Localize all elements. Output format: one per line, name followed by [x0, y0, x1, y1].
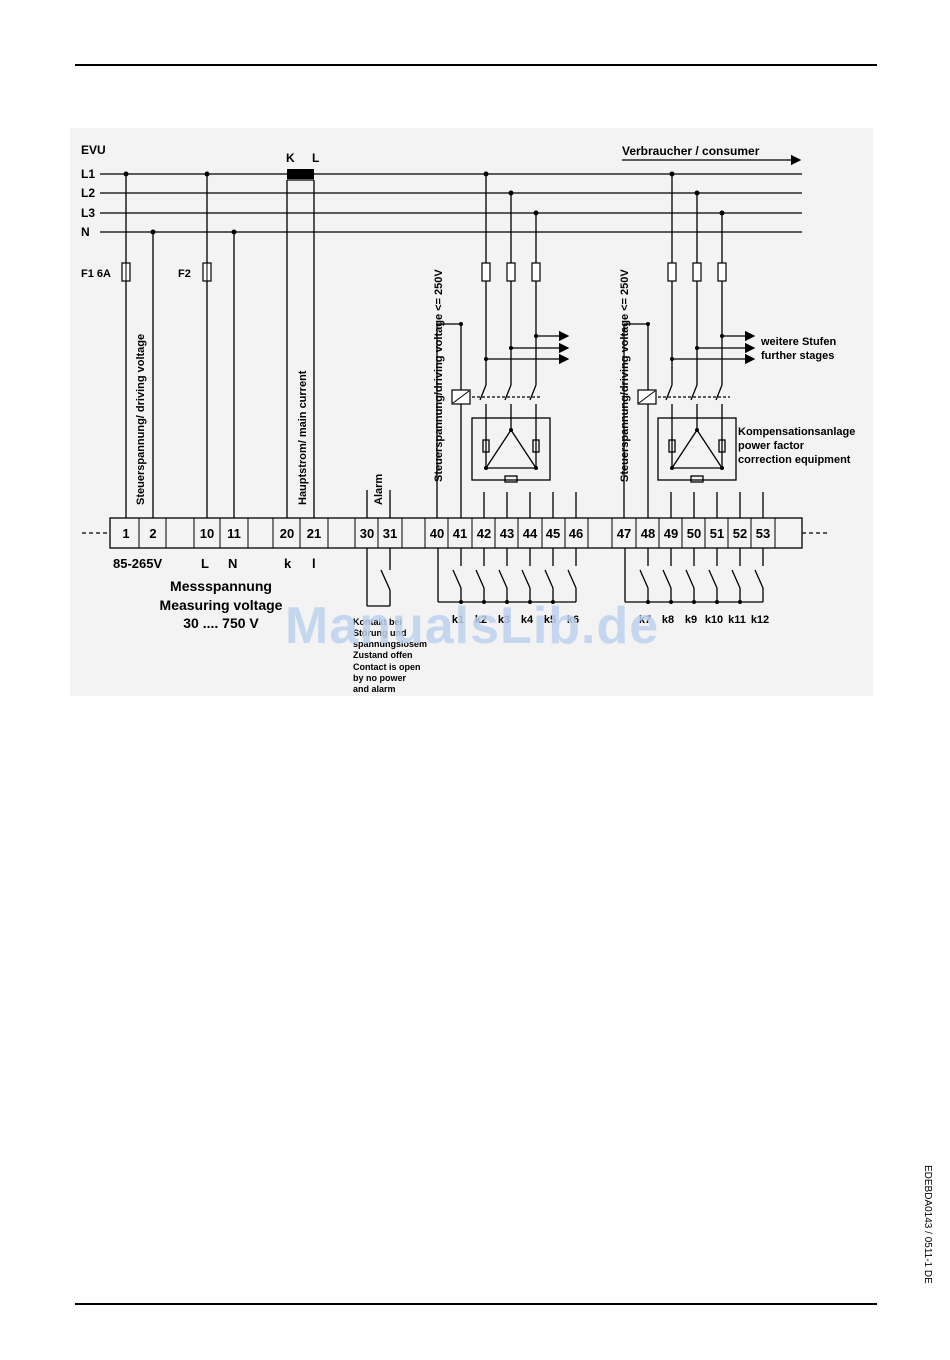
terminal-11: 11 [227, 526, 241, 541]
terminal-52: 52 [733, 526, 747, 541]
relay-label-k6: k6 [567, 614, 579, 626]
label-driving-voltage-2: Steuerspannung/driving voltage <= 250V [433, 269, 445, 482]
label-meas-en: Measuring voltage [160, 597, 283, 613]
label-l2: L2 [81, 186, 95, 200]
terminal-10: 10 [200, 526, 214, 541]
label-term-k: k [284, 556, 292, 571]
label-contact-en-2: by no power [353, 673, 407, 683]
label-k: K [286, 151, 295, 165]
label-supply-range: 85-265V [113, 556, 162, 571]
relay-label-k5: k5 [544, 614, 556, 626]
label-comp-de: Kompensationsanlage [738, 426, 855, 438]
label-l3: L3 [81, 206, 95, 220]
label-term-n: N [228, 556, 237, 571]
relay-label-k4: k4 [521, 614, 534, 626]
label-further-stages-en: further stages [761, 350, 834, 362]
terminal-40: 40 [430, 526, 444, 541]
label-evu: EVU [81, 143, 106, 157]
terminal-53: 53 [756, 526, 770, 541]
terminal-20: 20 [280, 526, 294, 541]
bottom-rule [75, 1303, 877, 1305]
top-rule [75, 64, 877, 66]
label-l1: L1 [81, 167, 95, 181]
relay-label-k11: k11 [728, 614, 746, 626]
terminal-47: 47 [617, 526, 631, 541]
current-transformer [287, 169, 314, 179]
relay-label-k8: k8 [662, 614, 674, 626]
label-further-stages-de: weitere Stufen [760, 336, 836, 348]
relay-label-k7: k7 [639, 614, 651, 626]
terminal-42: 42 [477, 526, 491, 541]
terminal-48: 48 [641, 526, 655, 541]
label-meas-range: 30 .... 750 V [183, 615, 259, 631]
document-code-text: EDEBDA0143 / 0511-1 DE [922, 1165, 933, 1284]
document-code: EDEBDA0143 / 0511-1 DE [922, 1165, 947, 1315]
label-contact-de-1: Kontakt bei [353, 617, 402, 627]
relay-label-k12: k12 [751, 614, 769, 626]
terminal-30: 30 [360, 526, 374, 541]
relay-label-k9: k9 [685, 614, 697, 626]
label-f1: F1 6A [81, 268, 111, 280]
label-comp-en1: power factor [738, 440, 805, 452]
relay-label-k10: k10 [705, 614, 723, 626]
label-contact-en-1: Contact is open [353, 662, 421, 672]
label-main-current: Hauptstrom/ main current [297, 370, 309, 505]
terminal-1: 1 [122, 526, 129, 541]
label-driving-voltage-3: Steuerspannung/driving voltage <= 250V [619, 269, 631, 482]
label-contact-en-3: and alarm [353, 684, 396, 694]
label-f2: F2 [178, 268, 191, 280]
label-n: N [81, 225, 90, 239]
label-consumer: Verbraucher / consumer [622, 144, 760, 158]
label-l: L [312, 151, 319, 165]
relay-label-k2: k2 [475, 614, 487, 626]
terminal-43: 43 [500, 526, 514, 541]
terminal-51: 51 [710, 526, 724, 541]
terminal-41: 41 [453, 526, 467, 541]
label-driving-voltage-1: Steuerspannung/ driving voltage [135, 334, 147, 505]
relay-label-k3: k3 [498, 614, 510, 626]
terminal-50: 50 [687, 526, 701, 541]
terminal-2: 2 [149, 526, 156, 541]
label-contact-de-4: Zustand offen [353, 650, 413, 660]
label-comp-en2: correction equipment [738, 454, 851, 466]
label-alarm: Alarm [373, 474, 385, 505]
terminal-44: 44 [523, 526, 538, 541]
terminal-49: 49 [664, 526, 678, 541]
relay-label-k1: k1 [452, 614, 464, 626]
label-contact-de-2: Störung und [353, 628, 407, 638]
terminal-31: 31 [383, 526, 397, 541]
watermark: ManualsLib.de [285, 597, 660, 655]
terminal-46: 46 [569, 526, 583, 541]
label-contact-de-3: spannungslosem [353, 639, 427, 649]
label-meas-de: Messspannung [170, 578, 272, 594]
label-term-l: L [201, 556, 209, 571]
label-term-l-small: l [312, 556, 316, 571]
terminal-45: 45 [546, 526, 560, 541]
terminal-21: 21 [307, 526, 321, 541]
